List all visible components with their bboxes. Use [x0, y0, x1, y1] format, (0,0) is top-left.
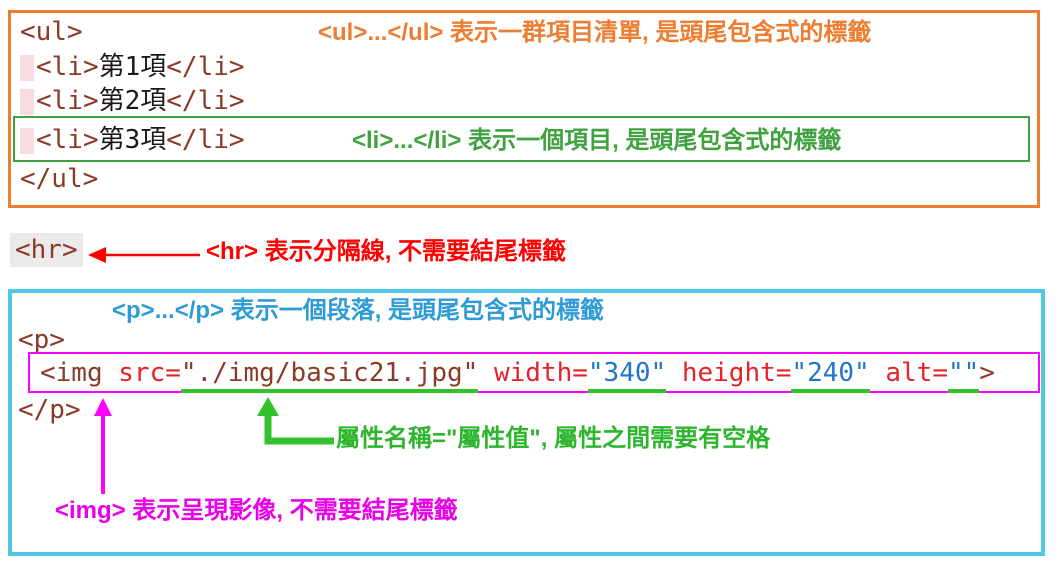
- src-attr-value: "./img/basic21.jpg": [180, 358, 479, 393]
- li-close-tag: </li>: [166, 125, 245, 155]
- list-item-code: <li>第3項</li>: [36, 125, 245, 156]
- ul-section-box: [8, 10, 1040, 208]
- hr-arrow: [88, 247, 200, 263]
- p-open-tag-code: <p>: [18, 325, 65, 355]
- indent-highlight: [20, 128, 34, 154]
- li-text: 第1項: [98, 52, 167, 82]
- p-annotation: <p>...</p> 表示一個段落, 是頭尾包含式的標籤: [112, 297, 605, 324]
- height-attr-value: "240": [791, 358, 870, 393]
- img-annotation: <img> 表示呈現影像, 不需要結尾標籤: [55, 497, 458, 524]
- li-open-tag: <li>: [36, 125, 99, 155]
- img-close-bracket: >: [979, 358, 995, 388]
- src-attr-name: src=: [118, 358, 181, 388]
- li-open-tag: <li>: [36, 52, 99, 82]
- alt-attr-name: alt=: [869, 358, 948, 388]
- hr-code-line: <hr>: [10, 233, 83, 267]
- li-highlight-box: [13, 116, 1030, 162]
- list-item-code: <li>第1項</li>: [36, 52, 245, 83]
- hr-annotation: <hr> 表示分隔線, 不需要結尾標籤: [206, 238, 567, 265]
- img-highlight-box: [28, 352, 1040, 393]
- img-code-line: <img src="./img/basic21.jpg" width="340"…: [40, 358, 995, 393]
- li-annotation: <li>...</li> 表示一個項目, 是頭尾包含式的標籤: [352, 127, 842, 154]
- height-attr-name: height=: [666, 358, 792, 388]
- li-open-tag: <li>: [36, 86, 99, 116]
- ul-open-tag-code: <ul>: [20, 17, 83, 47]
- width-attr-name: width=: [478, 358, 588, 388]
- list-item-code: <li>第2項</li>: [36, 86, 245, 117]
- indent-highlight: [20, 55, 34, 81]
- hr-tag-code: <hr>: [10, 233, 83, 267]
- indent-highlight: [20, 89, 34, 115]
- li-text: 第3項: [98, 125, 167, 155]
- li-close-tag: </li>: [166, 86, 245, 116]
- alt-attr-value: "": [947, 358, 980, 393]
- ul-annotation: <ul>...</ul> 表示一群項目清單, 是頭尾包含式的標籤: [318, 19, 872, 46]
- attr-annotation: 屬性名稱="屬性值", 屬性之間需要有空格: [336, 425, 771, 452]
- ul-close-tag-code: </ul>: [20, 164, 99, 194]
- li-text: 第2項: [98, 86, 167, 116]
- img-open-tag: <img: [40, 358, 119, 388]
- p-section-box: [8, 289, 1045, 556]
- width-attr-value: "340": [587, 358, 667, 393]
- li-close-tag: </li>: [166, 52, 245, 82]
- p-close-tag-code: </p>: [18, 395, 81, 425]
